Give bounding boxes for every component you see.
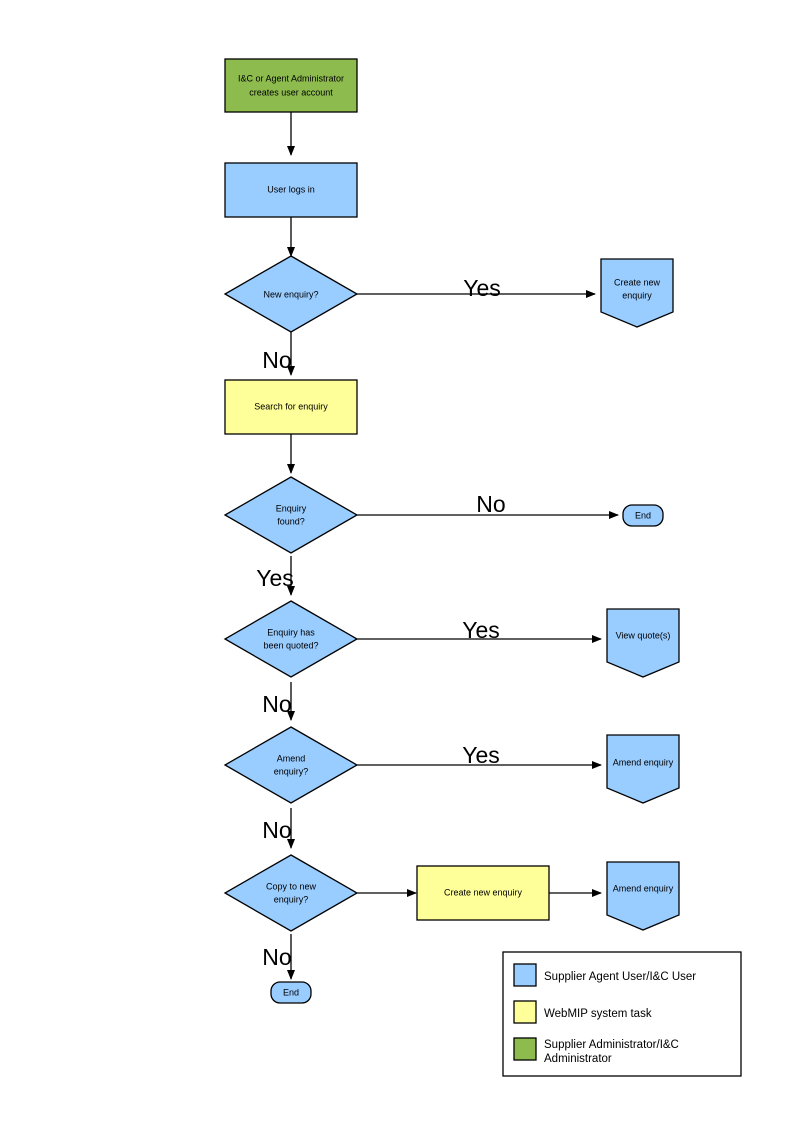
legend-label-user: Supplier Agent User/I&C User bbox=[544, 971, 696, 983]
branch-label-amend-enquiry-yes: Yes bbox=[462, 742, 500, 768]
create-new-enquiry-bottom-shape[interactable] bbox=[416, 865, 550, 921]
legend-swatch-system bbox=[513, 1000, 537, 1024]
node-end-not-found[interactable]: End bbox=[622, 504, 664, 527]
amend-enquiry-copy-shape[interactable] bbox=[606, 861, 680, 931]
end-final-shape[interactable] bbox=[270, 981, 312, 1004]
node-enquiry-quoted-decision[interactable]: Enquiry has been quoted? bbox=[223, 600, 359, 678]
node-search-for-enquiry[interactable]: Search for enquiry bbox=[224, 379, 358, 435]
view-quotes-label: View quote(s) bbox=[616, 630, 671, 640]
node-new-enquiry-decision[interactable]: New enquiry? bbox=[223, 255, 359, 333]
node-amend-enquiry-copy[interactable]: Amend enquiry bbox=[606, 861, 680, 931]
create-new-enquiry-top-shape[interactable] bbox=[600, 258, 674, 328]
node-end-final[interactable]: End bbox=[270, 981, 312, 1004]
end-final-label: End bbox=[283, 987, 299, 997]
legend-border bbox=[502, 951, 742, 1077]
node-create-user-account[interactable]: I&C or Agent Administrator creates user … bbox=[224, 58, 358, 113]
copy-to-new-enquiry-decision-shape[interactable] bbox=[223, 854, 359, 932]
enquiry-quoted-decision-label-2: been quoted? bbox=[263, 640, 318, 650]
copy-to-new-enquiry-decision-label-2: enquiry? bbox=[274, 894, 309, 904]
node-create-new-enquiry-bottom[interactable]: Create new enquiry bbox=[416, 865, 550, 921]
branch-label-new-enquiry-no: No bbox=[262, 347, 291, 373]
enquiry-found-decision-shape[interactable] bbox=[223, 476, 359, 554]
branch-label-enquiry-found-yes: Yes bbox=[256, 565, 294, 591]
node-amend-enquiry-decision[interactable]: Amend enquiry? bbox=[223, 726, 359, 804]
legend-swatch-admin bbox=[513, 1037, 537, 1061]
create-user-account-shape[interactable] bbox=[224, 58, 358, 113]
enquiry-quoted-decision-shape[interactable] bbox=[223, 600, 359, 678]
node-user-logs-in[interactable]: User logs in bbox=[224, 162, 358, 218]
search-for-enquiry-label: Search for enquiry bbox=[254, 401, 328, 411]
create-user-account-label-1: I&C or Agent Administrator bbox=[238, 73, 344, 83]
user-logs-in-label: User logs in bbox=[267, 184, 315, 194]
legend-label-admin-2: Administrator bbox=[544, 1053, 612, 1065]
new-enquiry-decision-shape[interactable] bbox=[223, 255, 359, 333]
search-for-enquiry-shape[interactable] bbox=[224, 379, 358, 435]
legend: Supplier Agent User/I&C User WebMIP syst… bbox=[502, 951, 742, 1077]
new-enquiry-decision-label: New enquiry? bbox=[263, 289, 318, 299]
branch-label-enquiry-found-no: No bbox=[476, 491, 505, 517]
create-user-account-label-2: creates user account bbox=[249, 87, 333, 97]
user-logs-in-shape[interactable] bbox=[224, 162, 358, 218]
amend-enquiry-action-label: Amend enquiry bbox=[613, 757, 674, 767]
node-create-new-enquiry-top[interactable]: Create new enquiry bbox=[600, 258, 674, 328]
branch-label-amend-enquiry-no: No bbox=[262, 817, 291, 843]
branch-label-new-enquiry-yes: Yes bbox=[463, 275, 501, 301]
copy-to-new-enquiry-decision-label-1: Copy to new bbox=[266, 881, 317, 891]
end-not-found-label: End bbox=[635, 510, 651, 520]
node-enquiry-found-decision[interactable]: Enquiry found? bbox=[223, 476, 359, 554]
node-amend-enquiry-action[interactable]: Amend enquiry bbox=[606, 734, 680, 804]
node-view-quotes[interactable]: View quote(s) bbox=[606, 608, 680, 678]
amend-enquiry-action-shape[interactable] bbox=[606, 734, 680, 804]
branch-label-enquiry-quoted-no: No bbox=[262, 691, 291, 717]
end-not-found-shape[interactable] bbox=[622, 504, 664, 527]
legend-swatch-user bbox=[513, 963, 537, 987]
enquiry-quoted-decision-label-1: Enquiry has bbox=[267, 627, 315, 637]
create-new-enquiry-bottom-label: Create new enquiry bbox=[444, 887, 523, 897]
amend-enquiry-copy-label: Amend enquiry bbox=[613, 883, 674, 893]
legend-label-system: WebMIP system task bbox=[544, 1008, 652, 1020]
amend-enquiry-decision-label-1: Amend bbox=[277, 753, 306, 763]
branch-label-enquiry-quoted-yes: Yes bbox=[462, 617, 500, 643]
legend-label-admin-1: Supplier Administrator/I&C bbox=[544, 1039, 679, 1051]
branch-label-copy-to-new-no: No bbox=[262, 944, 291, 970]
connector-layer bbox=[287, 112, 619, 980]
view-quotes-shape[interactable] bbox=[606, 608, 680, 678]
node-copy-to-new-enquiry-decision[interactable]: Copy to new enquiry? bbox=[223, 854, 359, 932]
enquiry-found-decision-label-1: Enquiry bbox=[276, 503, 307, 513]
amend-enquiry-decision-label-2: enquiry? bbox=[274, 766, 309, 776]
create-new-enquiry-top-label-1: Create new bbox=[614, 277, 661, 287]
amend-enquiry-decision-shape[interactable] bbox=[223, 726, 359, 804]
enquiry-found-decision-label-2: found? bbox=[277, 516, 305, 526]
create-new-enquiry-top-label-2: enquiry bbox=[622, 290, 652, 300]
branch-label-layer: Yes No No Yes Yes No Yes No No bbox=[256, 275, 505, 970]
